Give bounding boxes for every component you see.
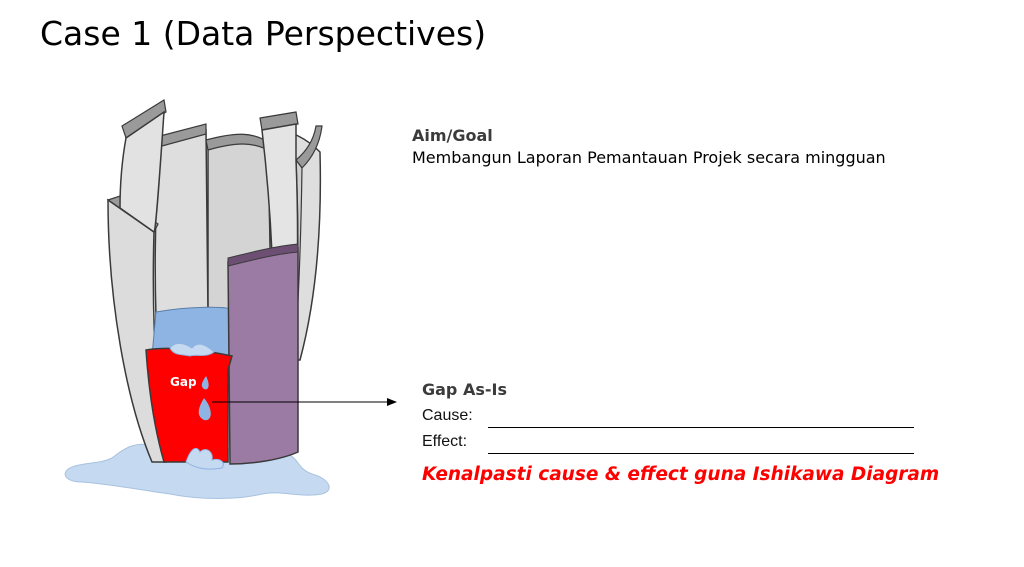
barrel-stave-left-upper — [119, 110, 165, 233]
tall-stave — [227, 247, 299, 465]
aim-goal-title: Aim/Goal — [412, 126, 493, 145]
effect-line — [488, 453, 914, 454]
cause-line — [488, 427, 914, 428]
cause-field: Cause: — [422, 407, 473, 425]
water-overflow — [169, 342, 215, 357]
barrel-stave-rim — [295, 125, 323, 169]
barrel-stave-back-left — [154, 129, 209, 319]
water-drop-icon — [198, 398, 211, 421]
short-stave-gap — [145, 347, 233, 463]
gap-as-is-title: Gap As-Is — [422, 380, 507, 399]
tall-stave-top — [227, 243, 299, 267]
barrel-stave-rim — [121, 99, 167, 139]
cause-label: Cause: — [422, 407, 473, 424]
effect-field: Effect: — [422, 433, 467, 451]
ishikawa-callout: Kenalpasti cause & effect guna Ishikawa … — [422, 464, 940, 485]
aim-goal-block: Aim/Goal Membangun Laporan Pemantauan Pr… — [412, 126, 886, 167]
aim-goal-text: Membangun Laporan Pemantauan Projek seca… — [412, 148, 886, 167]
gap-label: Gap — [170, 375, 197, 389]
water-splash — [185, 447, 224, 470]
slide-title: Case 1 (Data Perspectives) — [40, 14, 487, 53]
effect-label: Effect: — [422, 433, 468, 450]
water-drop-icon — [201, 376, 209, 390]
